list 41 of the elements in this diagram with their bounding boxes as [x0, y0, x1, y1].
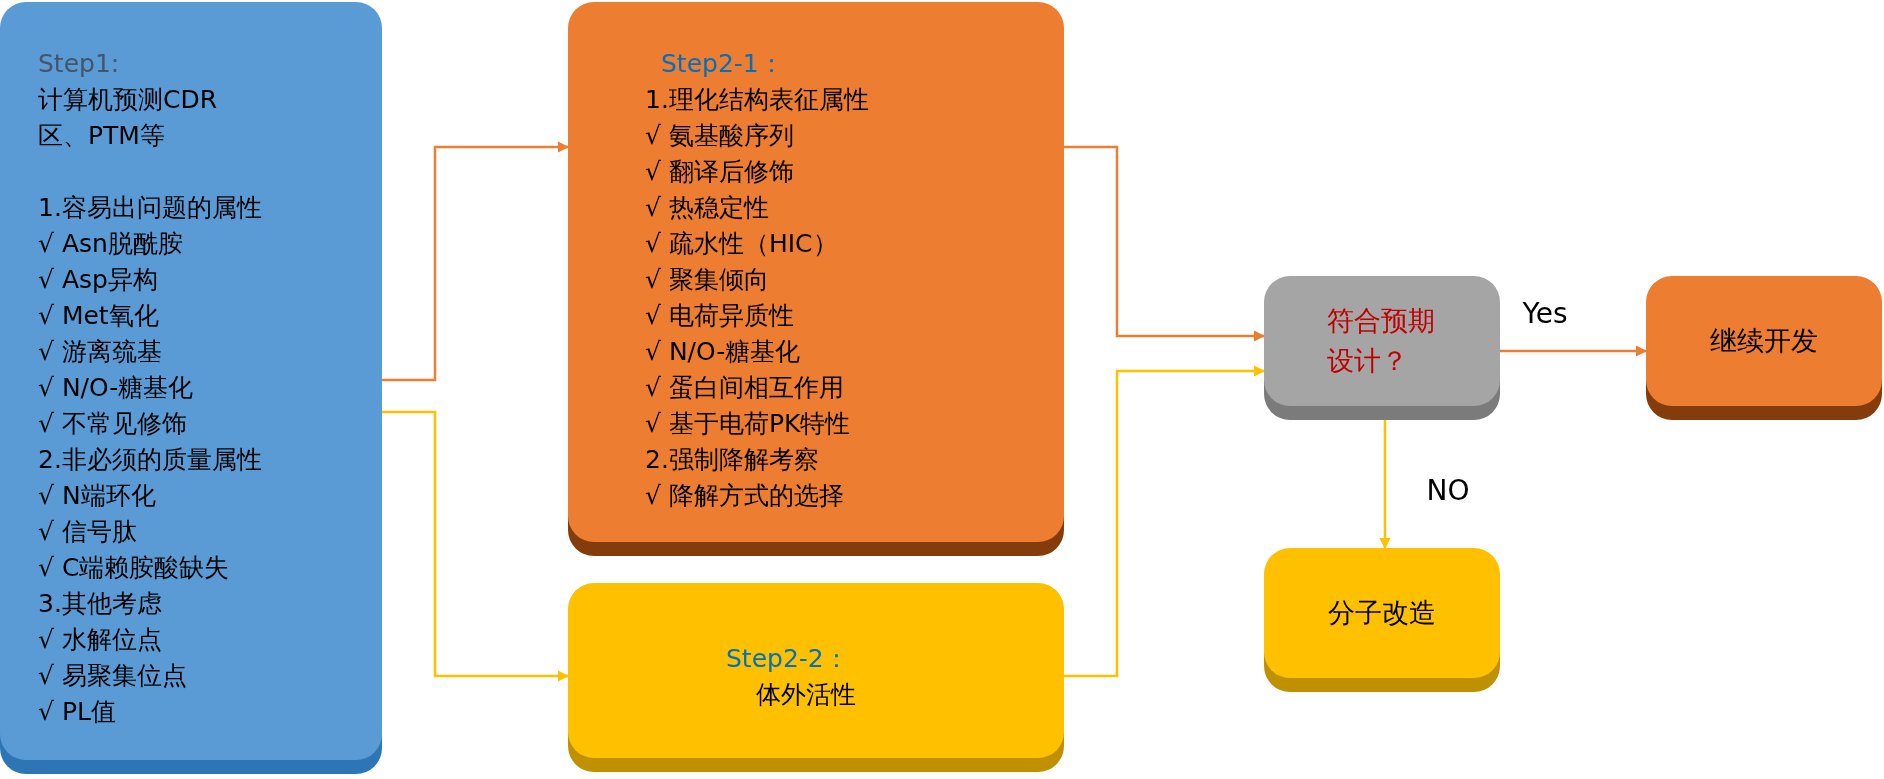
list-item: √ 基于电荷PK特性: [645, 408, 852, 440]
list-item: √ Asp异构: [38, 264, 159, 296]
list-item: √ C端赖胺酸缺失: [38, 552, 231, 584]
list-item: √ 热稳定性: [645, 192, 770, 224]
step-heading: Step1:: [38, 48, 121, 80]
node-label: 继续开发: [1710, 324, 1818, 358]
arrow: [1379, 420, 1391, 550]
list-item: 2.强制降解考察: [645, 444, 820, 476]
list-item: √ PL值: [38, 696, 117, 728]
list-item: 体外活性: [756, 679, 857, 711]
list-item: 2.非必须的质量属性: [38, 444, 263, 476]
arrow: [1500, 345, 1648, 357]
list-item: √ 氨基酸序列: [645, 120, 795, 152]
step-heading: Step2-1：: [661, 48, 785, 80]
node-label: 符合预期设计？: [1326, 304, 1436, 378]
list-item: √ 聚集倾向: [645, 264, 770, 296]
list-item: √ 游离巯基: [38, 336, 163, 368]
list-item: √ 蛋白间相互作用: [645, 372, 845, 404]
list-item: √ 翻译后修饰: [645, 156, 795, 188]
arrow: [1064, 145, 1266, 342]
body-text: 计算机预测CDR区、PTM等: [38, 84, 219, 152]
list-item: √ 疏水性（HIC）: [645, 228, 839, 260]
list-item: √ 易聚集位点: [38, 660, 188, 692]
list-item: √ 电荷异质性: [645, 300, 795, 332]
list-item: 3.其他考虑: [38, 588, 163, 620]
list-item: √ N/O-糖基化: [645, 336, 802, 368]
step-heading: Step2-2：: [726, 643, 850, 675]
list-item: √ Met氧化: [38, 300, 160, 332]
list-item: √ N/O-糖基化: [38, 372, 195, 404]
list-item: √ 信号肽: [38, 516, 138, 548]
list-item: 1.理化结构表征属性: [645, 84, 870, 116]
node-label: 分子改造: [1328, 596, 1436, 630]
arrow: [382, 410, 570, 682]
arrow: [382, 141, 570, 382]
list-item: 1.容易出问题的属性: [38, 192, 263, 224]
list-item: √ N端环化: [38, 480, 157, 512]
list-item: √ Asn脱酰胺: [38, 228, 184, 260]
list-item: √ 降解方式的选择: [645, 480, 845, 512]
list-item: √ 水解位点: [38, 624, 163, 656]
list-item: √ 不常见修饰: [38, 408, 188, 440]
arrow: [1064, 365, 1266, 678]
